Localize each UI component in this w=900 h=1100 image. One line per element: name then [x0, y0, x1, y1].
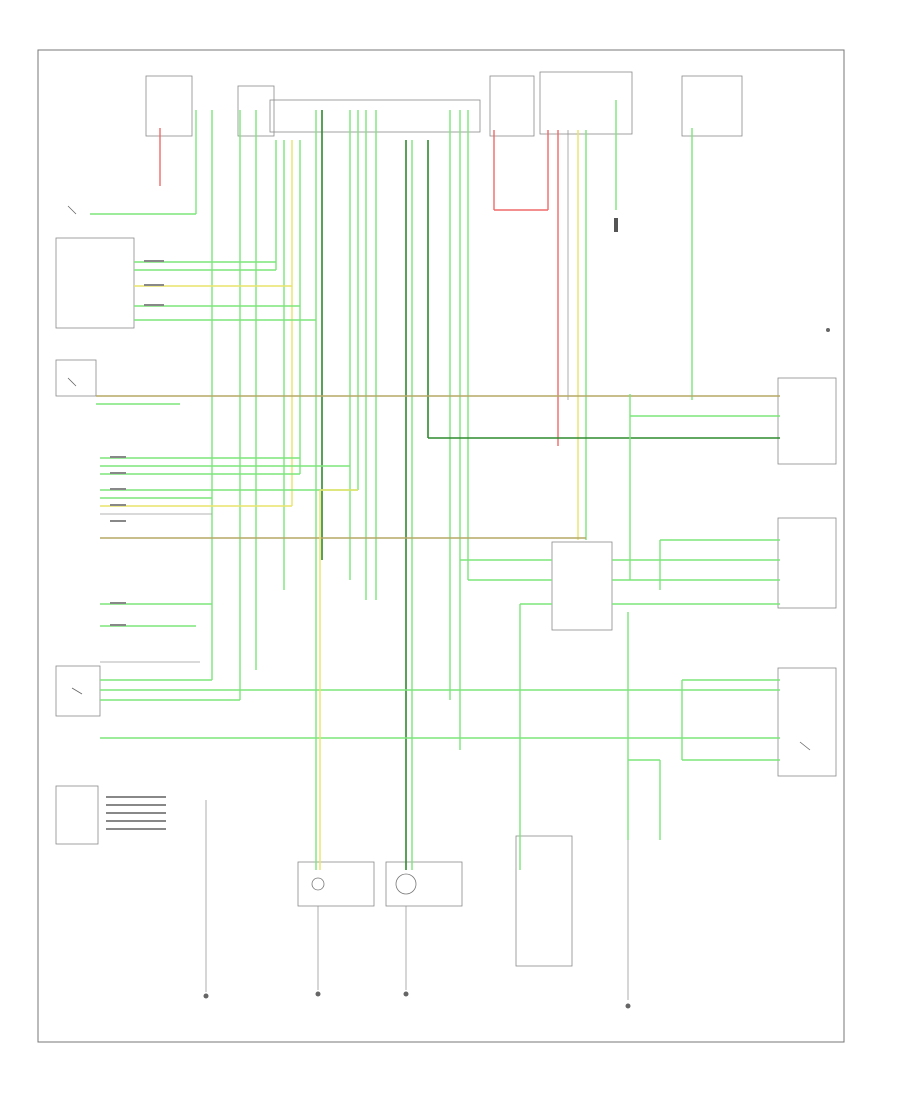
vertical-wire-bundle	[159, 100, 693, 870]
right-headlight-box	[297, 861, 375, 907]
right-rear-lamp-box	[777, 667, 837, 777]
ground-symbol-icon	[203, 993, 209, 999]
horizontal-wire-bundle	[90, 213, 780, 739]
relay-box	[539, 71, 633, 135]
ground-symbol-icon	[403, 991, 409, 997]
right-front-combination-lamp	[777, 517, 837, 609]
ground-symbol-icon	[625, 1003, 631, 1009]
left-headlight	[395, 873, 417, 997]
switch-contact-icon	[67, 205, 811, 751]
diagram-frame	[37, 49, 845, 1043]
connector-strip	[269, 99, 481, 133]
right-headlight	[311, 877, 325, 997]
ground-symbol-icon	[614, 218, 618, 232]
center-relay-box	[551, 541, 613, 631]
fuse-box-3	[489, 75, 535, 137]
right-wire-bundle	[460, 539, 780, 870]
headlight-switch-box	[55, 237, 135, 329]
connector-pin-icon	[106, 260, 166, 830]
fuse-box-4	[681, 75, 743, 137]
combination-switch-box	[55, 665, 101, 717]
license-lamp-box	[515, 835, 573, 967]
left-headlight-box	[385, 861, 463, 907]
left-front-combination-lamp	[777, 377, 837, 465]
lower-switch-box	[55, 785, 99, 845]
ground-symbol-icon	[315, 991, 321, 997]
dimmer-switch-box	[55, 359, 97, 397]
ground-symbol-icon	[826, 328, 830, 332]
fuse-box-1	[145, 75, 193, 137]
